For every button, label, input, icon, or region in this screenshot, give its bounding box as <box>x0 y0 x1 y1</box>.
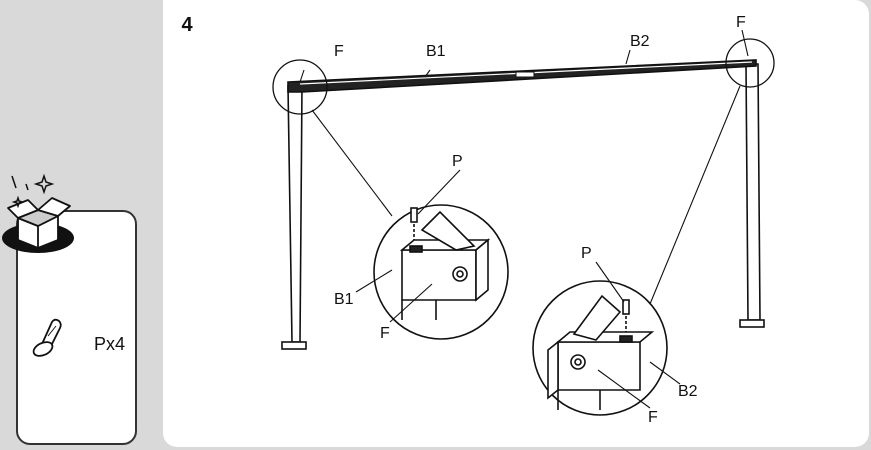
open-box-icon <box>2 173 74 253</box>
left-foot <box>281 341 307 350</box>
label-detail2-screw: P <box>581 245 592 262</box>
step-number: 4 <box>181 14 193 36</box>
detail-left <box>355 169 509 340</box>
fitting-circle-left <box>272 59 328 115</box>
label-detail1-fitting: F <box>380 325 390 342</box>
label-detail2-beam: B2 <box>678 383 698 400</box>
screw-quantity: Px4 <box>94 334 126 354</box>
label-beam-b2: B2 <box>630 33 650 50</box>
right-leg <box>745 63 761 321</box>
label-detail2-fitting: F <box>648 409 658 426</box>
label-detail1-screw: P <box>452 153 463 170</box>
left-leg <box>287 85 303 343</box>
label-detail1-beam: B1 <box>334 291 354 308</box>
label-fitting-left: F <box>334 43 344 60</box>
label-fitting-right: F <box>736 14 746 31</box>
label-beam-b1: B1 <box>426 43 446 60</box>
screw-icon <box>32 318 62 357</box>
step-tab: 4 <box>163 0 225 56</box>
fitting-circle-right <box>725 38 775 88</box>
detail-right <box>532 261 681 416</box>
right-foot <box>739 319 765 328</box>
